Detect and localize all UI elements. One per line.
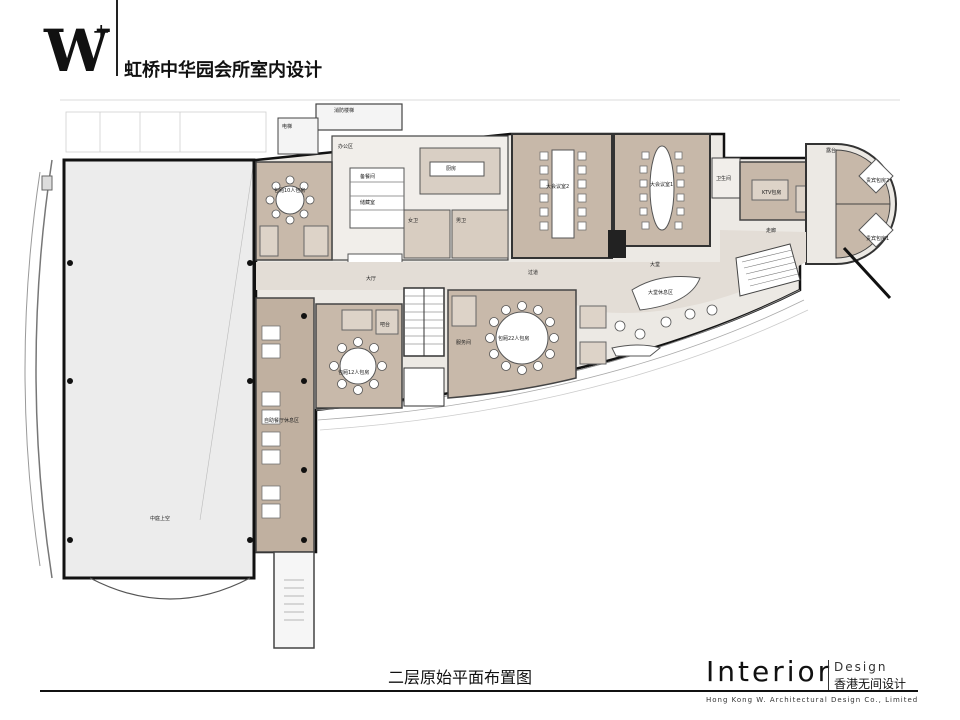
label-storage: 储藏室 <box>360 199 375 206</box>
company-name: Hong Kong W. Architectural Design Co., L… <box>706 696 919 704</box>
label-private-10: 包厢10人包房 <box>274 187 305 194</box>
footer-rule <box>40 690 918 692</box>
lobby-corridor <box>256 230 806 357</box>
label-meeting-2: 大会议室2 <box>546 183 569 190</box>
label-waiter: 服务间 <box>456 339 471 346</box>
label-fire-stair: 消防楼梯 <box>334 107 354 114</box>
label-lift: 电梯 <box>282 123 292 130</box>
label-ktv: KTV包房 <box>762 189 781 196</box>
label-bar: 吧台 <box>380 321 390 328</box>
stair-core <box>403 287 445 407</box>
south-stair <box>273 551 315 649</box>
meeting-room-1 <box>608 133 711 258</box>
label-balcony: 露台 <box>826 147 836 154</box>
label-toilet-f: 女卫 <box>408 217 418 224</box>
label-office: 办公区 <box>338 143 353 150</box>
label-meeting-1: 大会议室1 <box>650 181 673 188</box>
atrium-void <box>24 158 256 600</box>
label-lobby: 大堂 <box>650 261 660 268</box>
site-context-lines <box>60 99 900 153</box>
label-corridor: 走廊 <box>766 227 776 234</box>
ktv-room <box>711 157 817 221</box>
label-vip-1: 贵宾包房1 <box>866 235 889 242</box>
label-private-22: 包厢22人包房 <box>498 335 529 342</box>
label-toilet-m: 男卫 <box>456 218 466 224</box>
design-word: Design <box>834 660 888 674</box>
meeting-room-2 <box>511 133 613 259</box>
dining-strip <box>255 297 315 553</box>
label-kitchen: 厨房 <box>446 165 456 172</box>
label-dining: 自助餐厅休息区 <box>264 417 299 424</box>
private-room-10 <box>255 161 333 261</box>
plan-caption: 二层原始平面布置图 <box>388 668 533 687</box>
label-passage: 过道 <box>528 269 538 276</box>
label-public-lounge: 大堂休息区 <box>648 289 673 296</box>
brand-word: Interior <box>706 655 833 688</box>
label-atrium: 中庭上空 <box>150 515 170 522</box>
logo-plus-mark: + <box>92 20 111 45</box>
logo-divider <box>116 0 118 76</box>
label-private-12: 包厢12人包房 <box>338 369 369 376</box>
private-room-12 <box>315 303 403 409</box>
design-company-cn: 香港无间设计 <box>834 677 907 691</box>
vip-rotunda <box>805 143 897 300</box>
service-block <box>277 103 509 269</box>
label-vip-2: 贵宾包房2 <box>866 177 889 184</box>
label-pantry: 备餐间 <box>360 173 375 180</box>
label-hall: 大厅 <box>366 275 376 282</box>
label-bath: 卫生间 <box>716 175 731 182</box>
page-title: 虹桥中华园会所室内设计 <box>124 60 322 81</box>
brand-divider <box>828 660 829 690</box>
logo-letter: W <box>44 17 109 85</box>
private-room-22 <box>447 289 607 399</box>
